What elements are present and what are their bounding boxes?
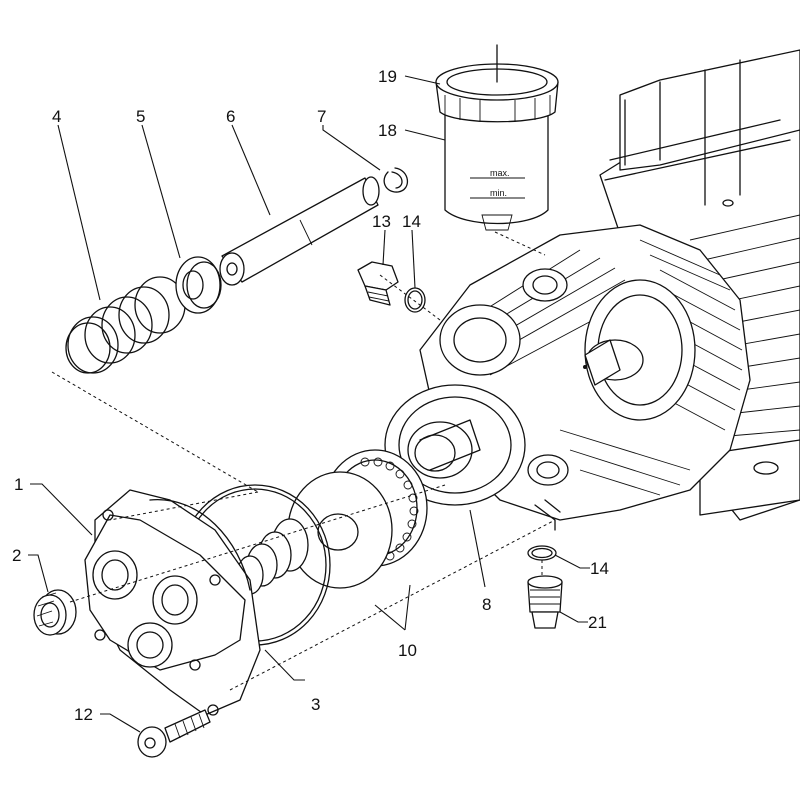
part-13-plug — [357, 261, 399, 306]
callout-5: 5 — [136, 107, 145, 126]
reservoir-max-mark: max. — [490, 168, 510, 178]
callout-10: 10 — [398, 641, 417, 660]
part-2-threaded-ring — [33, 589, 77, 636]
callout-3: 3 — [311, 695, 320, 714]
reservoir-min-mark: min. — [490, 188, 507, 198]
callout-7: 7 — [317, 107, 326, 126]
callout-labels: 4 5 6 7 13 14 19 18 1 2 3 8 10 12 14 21 — [12, 67, 609, 724]
part-14-o-ring-lower-inner — [531, 547, 553, 559]
callout-4: 4 — [52, 107, 61, 126]
part-14-o-ring-upper-inner — [407, 290, 423, 310]
callout-14-upper: 14 — [402, 212, 421, 231]
part-5-washer — [175, 256, 222, 314]
callout-18: 18 — [378, 121, 397, 140]
part-6-piston — [219, 176, 380, 286]
part-18-oil-reservoir: max. min. — [444, 104, 549, 231]
callout-8: 8 — [482, 595, 491, 614]
callout-21: 21 — [588, 613, 607, 632]
callout-19: 19 — [378, 67, 397, 86]
part-21-drain-plug — [527, 575, 563, 629]
bearing-balls — [360, 457, 419, 561]
part-19-reservoir-cap — [435, 44, 559, 123]
part-12-socket-screw — [137, 709, 211, 758]
leader-lines — [28, 75, 590, 733]
callout-6: 6 — [226, 107, 235, 126]
part-8-crankcase-flange — [384, 384, 526, 506]
assembly-lines — [51, 231, 556, 691]
callout-1: 1 — [14, 475, 23, 494]
part-10-bearing-set — [287, 449, 428, 589]
callout-2: 2 — [12, 546, 21, 565]
part-1-pump-head — [84, 489, 261, 716]
part-7-circlip — [383, 167, 409, 193]
callout-14-lower: 14 — [590, 559, 609, 578]
callout-12: 12 — [74, 705, 93, 724]
callout-13: 13 — [372, 212, 391, 231]
part-4-spring — [65, 276, 186, 374]
